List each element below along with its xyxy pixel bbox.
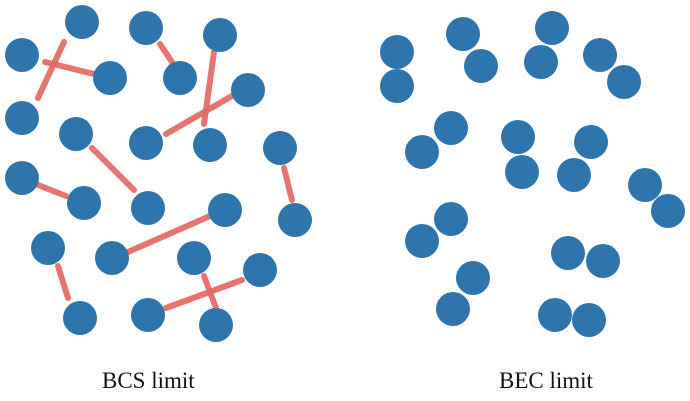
bcs-particle bbox=[243, 253, 277, 287]
bcs-pair-link bbox=[281, 165, 295, 203]
bec-particle bbox=[574, 125, 608, 159]
bcs-particle bbox=[5, 38, 39, 72]
bec-particle bbox=[434, 202, 468, 236]
bec-particles bbox=[380, 11, 685, 337]
bec-particle bbox=[446, 17, 480, 51]
bec-particle bbox=[434, 111, 468, 145]
bcs-particle bbox=[177, 241, 211, 275]
bcs-particle bbox=[67, 186, 101, 220]
bec-particle bbox=[464, 49, 498, 83]
bcs-particle bbox=[208, 193, 242, 227]
bcs-particle bbox=[5, 161, 39, 195]
bec-particle bbox=[538, 298, 572, 332]
bcs-particles bbox=[5, 5, 312, 342]
bec-particle bbox=[628, 168, 662, 202]
bcs-pair-link bbox=[89, 145, 137, 193]
bcs-particle bbox=[95, 241, 129, 275]
bec-particle bbox=[535, 11, 569, 45]
bcs-pair-link bbox=[42, 59, 97, 77]
bcs-particle bbox=[263, 131, 297, 165]
bcs-pair-link bbox=[163, 277, 245, 311]
bcs-particle bbox=[203, 18, 237, 52]
bec-particle bbox=[405, 224, 439, 258]
bec-particle bbox=[586, 244, 620, 278]
bcs-particle bbox=[129, 11, 163, 45]
bec-particle bbox=[607, 65, 641, 99]
bcs-particle bbox=[131, 191, 165, 225]
bec-particle bbox=[501, 120, 535, 154]
bcs-particle bbox=[193, 128, 227, 162]
bcs-particle bbox=[231, 73, 265, 107]
bcs-particle bbox=[63, 301, 97, 335]
bec-limit-label: BEC limit bbox=[499, 368, 593, 393]
bcs-particle bbox=[31, 231, 65, 265]
bcs-particle bbox=[199, 308, 233, 342]
bec-particle bbox=[572, 303, 606, 337]
bec-particle bbox=[405, 135, 439, 169]
bcs-pair-link bbox=[163, 93, 235, 137]
bcs-pair-link bbox=[125, 213, 213, 255]
bec-particle bbox=[551, 236, 585, 270]
bcs-pair-link bbox=[35, 182, 69, 199]
bcs-particle bbox=[131, 298, 165, 332]
bcs-pair-link bbox=[201, 273, 219, 311]
bcs-pair-link bbox=[157, 41, 175, 65]
bec-particle bbox=[583, 38, 617, 72]
bcs-pair-link bbox=[55, 263, 71, 301]
bec-particle bbox=[505, 155, 539, 189]
bec-particle bbox=[380, 69, 414, 103]
bcs-pair-link bbox=[35, 39, 67, 101]
bec-particle bbox=[436, 292, 470, 326]
bec-particle bbox=[456, 261, 490, 295]
bcs-limit-label: BCS limit bbox=[102, 368, 195, 393]
bcs-particle bbox=[65, 5, 99, 39]
bcs-particle bbox=[278, 203, 312, 237]
bcs-particle bbox=[59, 117, 93, 151]
bcs-particle bbox=[5, 101, 39, 135]
bec-particle bbox=[651, 194, 685, 228]
bec-particle bbox=[557, 158, 591, 192]
bcs-particle bbox=[93, 61, 127, 95]
bec-particle bbox=[380, 35, 414, 69]
bcs-pair-links bbox=[35, 39, 295, 311]
bcs-particle bbox=[163, 61, 197, 95]
bec-particle bbox=[524, 45, 558, 79]
bcs-particle bbox=[129, 126, 163, 160]
